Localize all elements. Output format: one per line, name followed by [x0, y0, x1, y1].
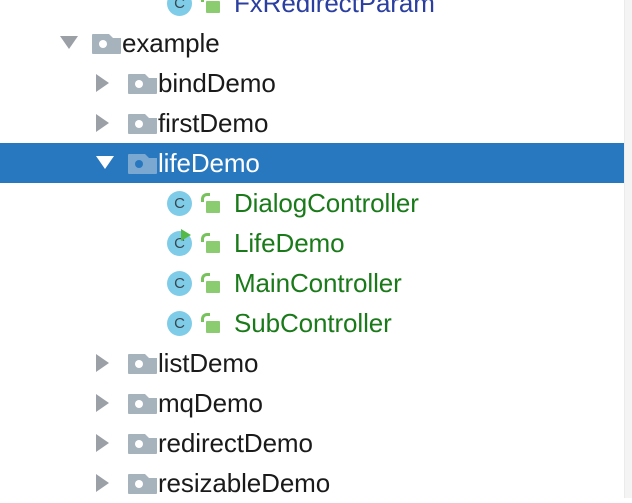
- package-folder-dot: [135, 80, 143, 88]
- package-folder-dot: [135, 160, 143, 168]
- package-folder-icon: [128, 143, 158, 183]
- public-lock-body: [206, 241, 220, 253]
- public-lock-icon: [198, 0, 226, 23]
- tree-row-label: LifeDemo: [234, 228, 345, 258]
- tree-row-label: lifeDemo: [158, 148, 260, 178]
- tree-row-label: SubController: [234, 308, 392, 338]
- class-icon-letter: C: [174, 235, 185, 252]
- class-icon-disc: [167, 311, 192, 336]
- package-folder-dot: [135, 120, 143, 128]
- class-icon-letter: C: [174, 315, 185, 332]
- tree-row[interactable]: C MainController: [0, 263, 624, 303]
- package-folder-icon: [128, 383, 158, 423]
- class-icon: C: [166, 223, 198, 263]
- public-lock-body: [206, 321, 220, 333]
- tree-row-label: firstDemo: [158, 108, 269, 138]
- class-icon: C: [166, 183, 198, 223]
- chevron-right-icon[interactable]: [92, 423, 128, 463]
- class-icon-disc: [167, 271, 192, 296]
- public-lock-icon: [198, 223, 226, 263]
- public-lock-icon: [198, 183, 226, 223]
- class-icon-letter: C: [174, 0, 185, 12]
- tree-row-label: listDemo: [158, 348, 259, 378]
- tree-row[interactable]: resizableDemo: [0, 463, 624, 503]
- tree-row-label: FxRedirectParam: [234, 0, 435, 18]
- tree-row[interactable]: example: [0, 23, 624, 63]
- run-badge-icon[interactable]: [181, 229, 191, 241]
- chevron-right-icon[interactable]: [92, 63, 128, 103]
- tree-row-label: MainController: [234, 268, 402, 298]
- package-folder-icon: [92, 23, 122, 63]
- tree-row[interactable]: bindDemo: [0, 63, 624, 103]
- class-icon: C: [166, 303, 198, 343]
- tree-row[interactable]: redirectDemo: [0, 423, 624, 463]
- public-lock-icon: [198, 263, 226, 303]
- tree-row-label: redirectDemo: [158, 428, 313, 458]
- package-folder-icon: [128, 463, 158, 503]
- public-lock-body: [206, 201, 220, 213]
- public-lock-shackle: [201, 273, 210, 282]
- tree-row-label: resizableDemo: [158, 468, 331, 498]
- package-folder-dot: [135, 400, 143, 408]
- tree-row-label: bindDemo: [158, 68, 276, 98]
- tree-row-label: example: [122, 28, 220, 58]
- class-icon: C: [166, 263, 198, 303]
- public-lock-shackle: [201, 193, 210, 202]
- chevron-right-icon[interactable]: [92, 463, 128, 503]
- package-folder-icon: [128, 343, 158, 383]
- package-folder-dot: [135, 360, 143, 368]
- class-icon-letter: C: [174, 275, 185, 292]
- tree-row-label: mqDemo: [158, 388, 263, 418]
- public-lock-body: [206, 281, 220, 293]
- public-lock-shackle: [201, 0, 210, 2]
- tree-row[interactable]: C DialogController: [0, 183, 624, 223]
- vertical-scrollbar[interactable]: [624, 0, 632, 498]
- class-icon-letter: C: [174, 195, 185, 212]
- tree-row-selected[interactable]: lifeDemo: [0, 143, 624, 183]
- tree-row[interactable]: listDemo: [0, 343, 624, 383]
- package-folder-dot: [135, 440, 143, 448]
- chevron-right-icon[interactable]: [92, 103, 128, 143]
- tree-row[interactable]: C SubController: [0, 303, 624, 343]
- tree-row[interactable]: firstDemo: [0, 103, 624, 143]
- chevron-right-icon[interactable]: [92, 343, 128, 383]
- package-folder-icon: [128, 63, 158, 103]
- package-folder-dot: [99, 40, 107, 48]
- public-lock-icon: [198, 303, 226, 343]
- public-lock-body: [206, 1, 220, 13]
- package-folder-icon: [128, 103, 158, 143]
- package-folder-icon: [128, 423, 158, 463]
- tree-row-label: DialogController: [234, 188, 419, 218]
- class-icon-disc: [167, 191, 192, 216]
- package-folder-dot: [135, 480, 143, 488]
- tree-row[interactable]: C FxRedirectParam: [0, 0, 624, 23]
- tree-row[interactable]: C LifeDemo: [0, 223, 624, 263]
- chevron-down-icon[interactable]: [56, 23, 92, 63]
- chevron-right-icon[interactable]: [92, 383, 128, 423]
- public-lock-shackle: [201, 233, 210, 242]
- tree-row[interactable]: mqDemo: [0, 383, 624, 423]
- chevron-down-icon[interactable]: [92, 143, 128, 183]
- public-lock-shackle: [201, 313, 210, 322]
- class-icon: C: [166, 0, 198, 23]
- class-icon-disc: [167, 0, 192, 16]
